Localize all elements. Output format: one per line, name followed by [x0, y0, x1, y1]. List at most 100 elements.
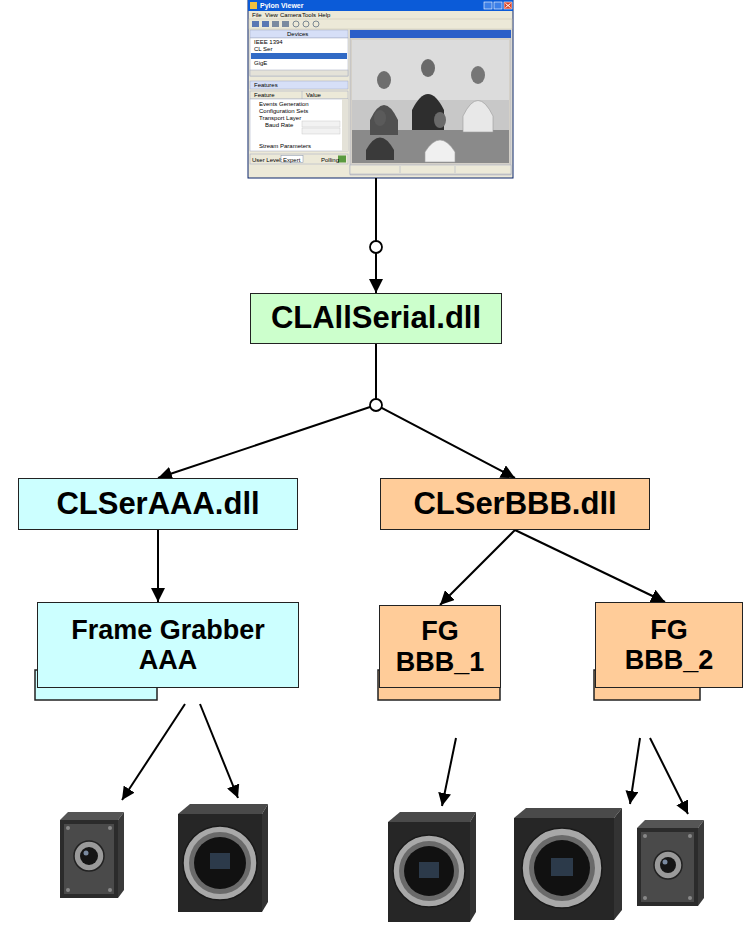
screw — [688, 896, 692, 900]
value-field — [302, 121, 340, 127]
window-ui-text: Configuration Sets — [259, 108, 308, 115]
camera-side — [698, 820, 704, 906]
sensor — [551, 858, 573, 876]
window-ui-text: User Level: — [252, 157, 282, 164]
lens — [660, 857, 676, 873]
screw — [688, 834, 692, 838]
value-field — [302, 128, 340, 134]
box-label: CLAllSerial.dll — [271, 301, 481, 336]
camera-front — [60, 820, 118, 898]
connector-arrow — [376, 344, 515, 478]
camera-image — [352, 40, 509, 163]
dll-box: CLSerAAA.dll — [18, 478, 298, 530]
status-row — [250, 154, 348, 164]
device-tree — [250, 38, 348, 76]
person-head — [434, 112, 446, 128]
camera-c-mount — [514, 808, 622, 920]
screw — [66, 888, 70, 892]
app-icon — [250, 2, 257, 9]
window-ui-text: Baud Rate — [265, 122, 293, 129]
screw — [643, 896, 647, 900]
sensor — [419, 862, 439, 878]
window-ui-text: Help — [318, 12, 330, 19]
connector-arrow — [375, 178, 377, 293]
image-status-bar — [350, 165, 511, 174]
mount-ring — [183, 826, 257, 900]
lens — [80, 847, 98, 865]
camera-side — [118, 812, 124, 898]
camera-front — [178, 814, 262, 912]
person-head — [471, 66, 485, 84]
window-ui-text: Camera — [280, 12, 301, 19]
window-ui-text: Feature — [254, 92, 275, 99]
lens-ring — [74, 841, 104, 871]
camera-front — [514, 818, 614, 920]
box-label: FG BBB_2 — [606, 615, 732, 675]
mount-thread — [189, 832, 251, 894]
window-ui-text: GigE — [254, 60, 267, 67]
photo-background — [352, 40, 509, 163]
frame-grabber-box: FG BBB_2 — [595, 602, 743, 688]
screw — [66, 826, 70, 830]
window-ui-text: Stream Parameters — [259, 143, 311, 150]
mount-opening — [194, 837, 246, 889]
window-ui-text: IEEE 1394 — [254, 39, 283, 46]
pane-header — [250, 81, 348, 89]
frame-grabber-box: Frame Grabber AAA — [37, 602, 299, 688]
window-ui-text: View — [265, 12, 278, 19]
box-label: CLSerAAA.dll — [56, 487, 259, 522]
window-frame — [248, 0, 513, 178]
interface-circle — [370, 399, 382, 411]
screw — [108, 888, 112, 892]
feature-table — [250, 99, 348, 151]
tool-icon — [313, 21, 319, 27]
image-pane-header — [350, 30, 511, 38]
frame-grabber-box: FG BBB_1 — [379, 605, 501, 688]
camera-face — [64, 824, 114, 894]
mount-thread — [529, 835, 595, 901]
photo-wall — [352, 40, 509, 100]
dll-box: CLAllSerial.dll — [250, 293, 502, 344]
window-ui-text: Polling — [321, 157, 339, 164]
connector-arrow — [158, 344, 376, 478]
window-ui-text: Expert — [283, 157, 300, 164]
camera-face — [641, 832, 694, 902]
camera-front — [637, 828, 698, 906]
connector-arrow — [515, 530, 665, 602]
camera-small — [60, 812, 124, 898]
camera-link — [630, 738, 640, 804]
scrollbar — [342, 99, 348, 151]
status-divider — [400, 166, 401, 173]
tool-icon — [252, 21, 259, 27]
person-body — [370, 105, 398, 135]
camera-link — [200, 704, 238, 798]
application-window: Pylon Viewer — [248, 0, 513, 178]
person-body — [366, 138, 394, 161]
mount-thread — [399, 841, 459, 901]
camera-wires — [122, 704, 688, 814]
screw — [108, 826, 112, 830]
window-ui-text: Tools — [302, 12, 316, 19]
toolbar-bar — [249, 19, 512, 29]
window-ui-text: CL Ser — [254, 46, 272, 53]
connector-arrow — [440, 530, 515, 605]
window-ui-text: File — [252, 12, 262, 19]
tool-icon — [303, 21, 309, 27]
viewer-window — [248, 0, 513, 178]
window-ui-text: Transport Layer — [259, 115, 301, 122]
person-head — [421, 59, 435, 77]
tool-icon — [272, 21, 279, 27]
dll-box: CLSerBBB.dll — [380, 478, 650, 530]
interface-circle — [370, 241, 382, 253]
camera-front — [388, 822, 470, 922]
toolbar — [249, 19, 512, 29]
person-head — [374, 110, 386, 126]
camera-side — [470, 812, 476, 922]
mount-opening — [534, 840, 590, 896]
mount-opening — [404, 846, 454, 896]
tool-icon — [293, 21, 299, 27]
